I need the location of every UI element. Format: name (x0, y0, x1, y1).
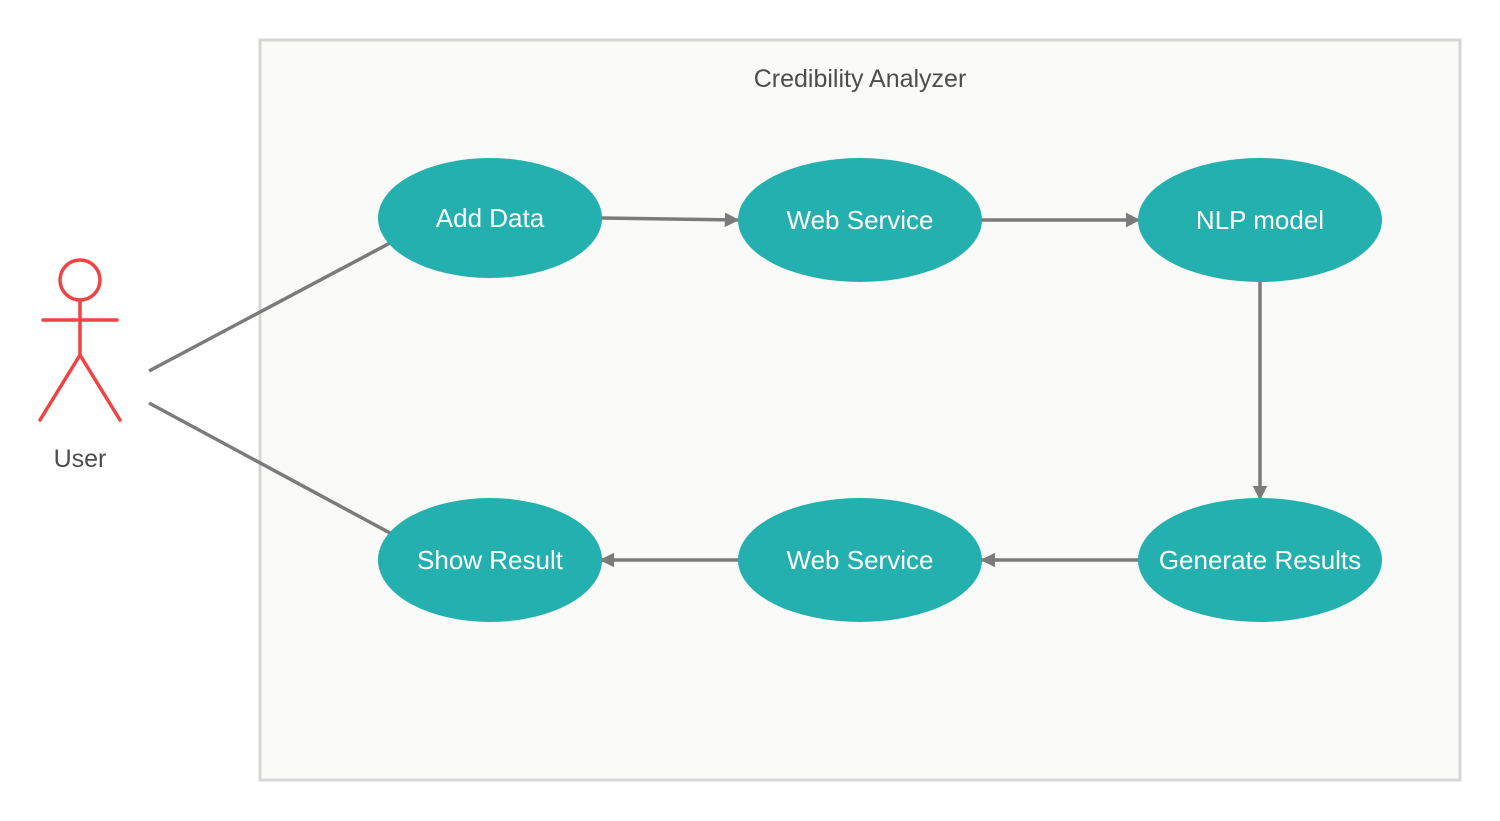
associations (148, 241, 391, 535)
use-case-add-data[interactable]: Add Data (378, 158, 602, 278)
flow-arrow-add-data-to-web-service (600, 212, 740, 228)
system-boundary: Credibility Analyzer (258, 38, 1462, 782)
use-case-generate-results[interactable]: Generate Results (1138, 498, 1382, 622)
association-user-add-data (148, 241, 391, 373)
use-case-ellipse (738, 498, 982, 622)
use-case-web-service-bottom[interactable]: Web Service (738, 498, 982, 622)
use-case-ellipse (378, 158, 602, 278)
system-boundary-box (258, 38, 1462, 782)
system-title: Credibility Analyzer (754, 65, 967, 93)
use-case-label: Web Service (787, 545, 934, 575)
use-case-label: Generate Results (1159, 545, 1361, 575)
use-case-web-service-top[interactable]: Web Service (738, 158, 982, 282)
actor-label: User (54, 445, 107, 473)
stick-figure-icon (38, 258, 122, 422)
association-user-show-result (148, 401, 391, 535)
flow-arrows (599, 212, 1268, 568)
use-case-label: NLP model (1196, 205, 1324, 235)
use-case-ellipse (1138, 498, 1382, 622)
use-case-ellipse (738, 158, 982, 282)
use-case-label: Add Data (436, 203, 545, 233)
use-case-nlp-model[interactable]: NLP model (1138, 158, 1382, 282)
use-case-ellipse (1138, 158, 1382, 282)
use-case-label: Web Service (787, 205, 934, 235)
use-case-show-result[interactable]: Show Result (378, 498, 602, 622)
use-case-label: Show Result (417, 545, 564, 575)
use-case-ellipse (378, 498, 602, 622)
actor-user[interactable]: User (38, 258, 122, 473)
